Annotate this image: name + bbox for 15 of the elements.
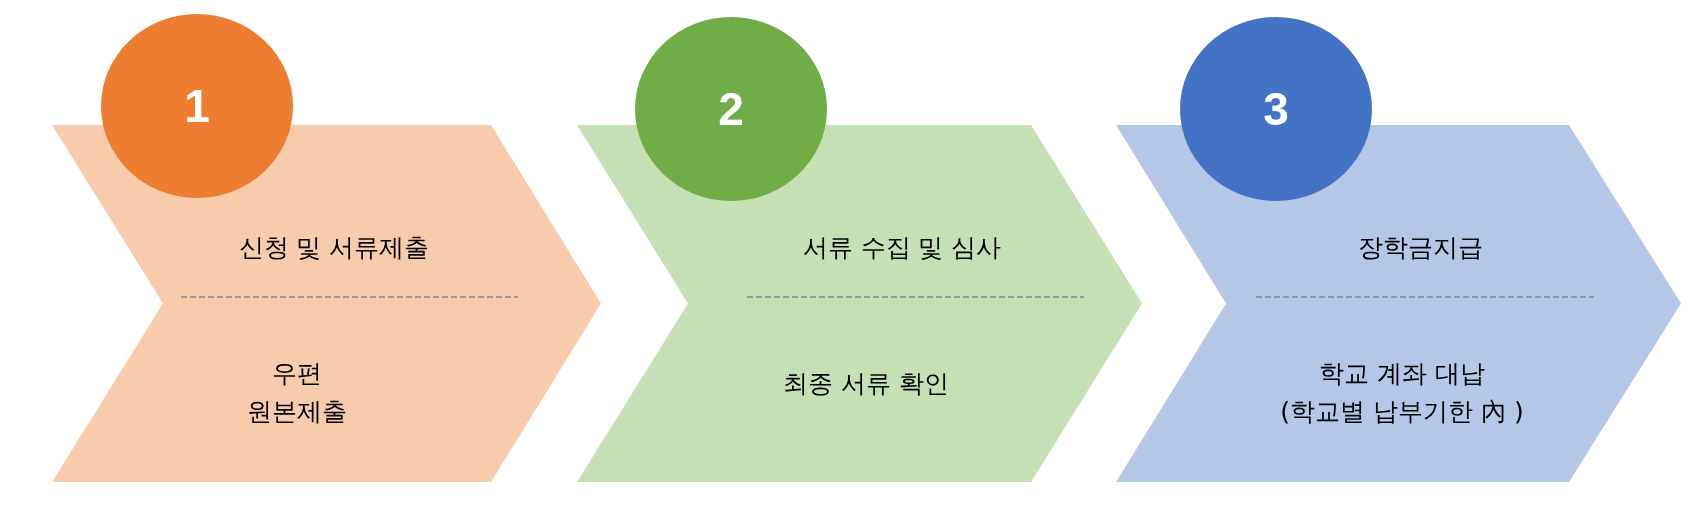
- step-title: 신청 및 서류제출: [237, 232, 431, 264]
- step-number-circle: [635, 17, 827, 201]
- step-description: 최종 서류 확인: [782, 368, 950, 400]
- step-title: 장학금지급: [1356, 232, 1484, 264]
- chevron-step: [577, 125, 1142, 482]
- step-title: 서류 수집 및 심사: [801, 232, 1003, 264]
- step-number-circle: [1180, 17, 1372, 201]
- step-number-circle: [101, 14, 293, 198]
- step-description: 우편 원본제출: [246, 358, 348, 428]
- step-number: 3: [1262, 82, 1290, 136]
- step-number: 2: [717, 82, 745, 136]
- chevron-step: [52, 125, 601, 482]
- chevron-step: [1116, 125, 1681, 482]
- step-description: 학교 계좌 대납 (학교별 납부기한 內 ): [1279, 358, 1525, 428]
- step-number: 1: [183, 79, 211, 133]
